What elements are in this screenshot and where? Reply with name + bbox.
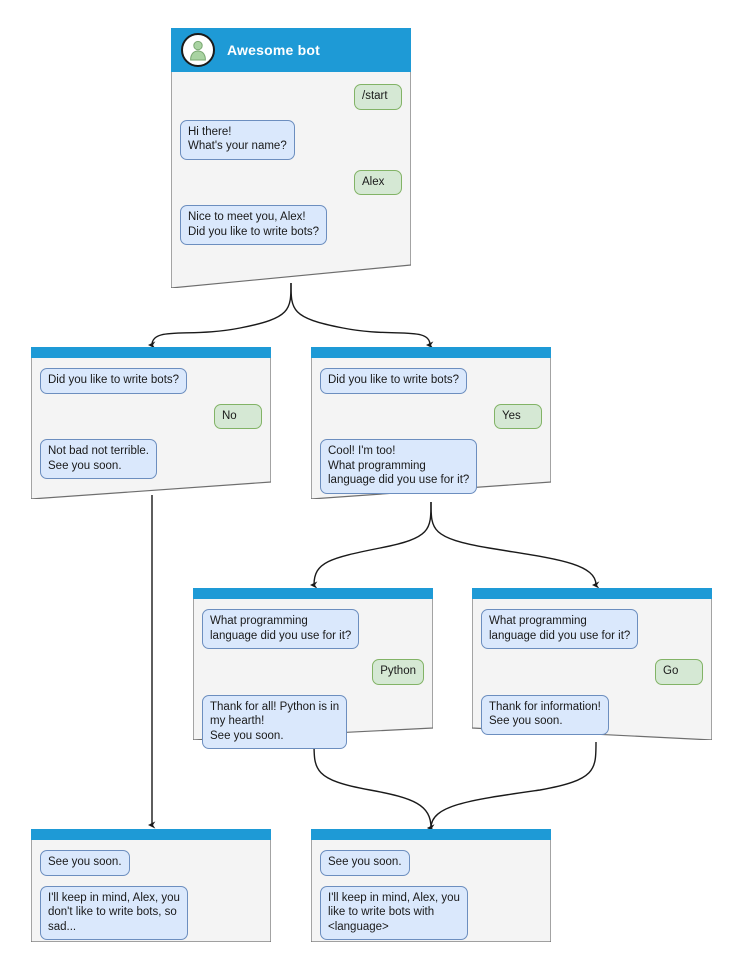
card-content: Did you like to write bots? Yes Cool! I'…: [311, 347, 551, 499]
avatar: [181, 33, 215, 67]
bot-message-bubble: Thank for information! See you soon.: [481, 694, 609, 735]
chat-card-answer-yes[interactable]: Did you like to write bots? Yes Cool! I'…: [311, 347, 551, 499]
bot-name-label: Awesome bot: [227, 42, 320, 58]
person-icon: [190, 40, 206, 61]
message-list: Did you like to write bots? Yes Cool! I'…: [311, 358, 551, 504]
message-list: /start Hi there! What's your name? Alex …: [171, 74, 411, 255]
message-row: What programming language did you use fo…: [202, 609, 424, 649]
chat-card-end-happy[interactable]: See you soon. I'll keep in mind, Alex, y…: [311, 829, 551, 942]
edge-yes-to-python: [310, 501, 432, 589]
bot-message-bubble: Did you like to write bots?: [40, 368, 188, 394]
message-list: Did you like to write bots? No Not bad n…: [31, 358, 271, 489]
user-message-bubble: Python: [372, 659, 424, 685]
message-row: See you soon.: [320, 850, 542, 876]
bot-message-bubble: See you soon.: [40, 850, 130, 876]
message-row: I'll keep in mind, Alex, you like to wri…: [320, 885, 542, 940]
bot-message-bubble: Not bad not terrible. See you soon.: [40, 439, 158, 479]
card-content: What programming language did you use fo…: [193, 588, 433, 749]
card-header-bar: [193, 588, 433, 599]
chat-card-end-sad[interactable]: See you soon. I'll keep in mind, Alex, y…: [31, 829, 271, 942]
user-message-bubble: Alex: [354, 169, 402, 195]
message-row: See you soon.: [40, 850, 262, 876]
card-header-bar: [311, 347, 551, 358]
message-list: See you soon. I'll keep in mind, Alex, y…: [31, 840, 271, 950]
user-message-bubble: No: [214, 403, 262, 429]
chat-card-start[interactable]: Awesome bot /start Hi there! What's your…: [171, 28, 411, 288]
card-content: See you soon. I'll keep in mind, Alex, y…: [31, 829, 271, 942]
bot-message-bubble: I'll keep in mind, Alex, you like to wri…: [320, 885, 468, 940]
edge-start-to-no: [148, 282, 292, 349]
message-row: Cool! I'm too! What programming language…: [320, 439, 542, 494]
message-list: What programming language did you use fo…: [193, 599, 433, 759]
message-row: Nice to meet you, Alex! Did you like to …: [180, 205, 402, 245]
message-row: Yes: [320, 403, 542, 429]
bot-message-bubble: Hi there! What's your name?: [180, 119, 295, 160]
edge-go-to-end-happy: [427, 741, 597, 832]
card-content: Did you like to write bots? No Not bad n…: [31, 347, 271, 499]
message-row: What programming language did you use fo…: [481, 609, 703, 649]
chat-card-lang-go[interactable]: What programming language did you use fo…: [472, 588, 712, 740]
card-content: What programming language did you use fo…: [472, 588, 712, 740]
message-row: Python: [202, 659, 424, 685]
edge-yes-to-go: [430, 501, 600, 589]
message-row: Thank for information! See you soon.: [481, 694, 703, 735]
user-message-bubble: Yes: [494, 403, 542, 429]
message-row: Go: [481, 659, 703, 685]
bot-message-bubble: Nice to meet you, Alex! Did you like to …: [180, 205, 328, 245]
message-row: Hi there! What's your name?: [180, 119, 402, 160]
bot-message-bubble: Cool! I'm too! What programming language…: [320, 439, 478, 494]
card-content: Awesome bot /start Hi there! What's your…: [171, 28, 411, 288]
bot-message-bubble: Thank for all! Python is in my hearth! S…: [202, 694, 348, 749]
user-message-bubble: Go: [655, 659, 703, 685]
bot-message-bubble: What programming language did you use fo…: [481, 609, 639, 649]
chat-card-answer-no[interactable]: Did you like to write bots? No Not bad n…: [31, 347, 271, 499]
bot-message-bubble: What programming language did you use fo…: [202, 609, 360, 649]
message-row: Did you like to write bots?: [40, 368, 262, 394]
card-header-bar: [31, 829, 271, 840]
message-row: Alex: [180, 169, 402, 195]
bot-titlebar: Awesome bot: [171, 28, 411, 72]
bot-message-bubble: I'll keep in mind, Alex, you don't like …: [40, 885, 188, 940]
card-header-bar: [311, 829, 551, 840]
user-message-bubble: /start: [354, 84, 402, 110]
message-row: /start: [180, 84, 402, 110]
card-header-bar: [31, 347, 271, 358]
message-list: What programming language did you use fo…: [472, 599, 712, 745]
message-row: No: [40, 403, 262, 429]
edge-start-to-yes: [290, 282, 434, 349]
bot-message-bubble: Did you like to write bots?: [320, 368, 468, 394]
chat-card-lang-python[interactable]: What programming language did you use fo…: [193, 588, 433, 749]
bot-message-bubble: See you soon.: [320, 850, 410, 876]
message-list: See you soon. I'll keep in mind, Alex, y…: [311, 840, 551, 950]
message-row: Thank for all! Python is in my hearth! S…: [202, 694, 424, 749]
card-content: See you soon. I'll keep in mind, Alex, y…: [311, 829, 551, 942]
card-header-bar: [472, 588, 712, 599]
message-row: Not bad not terrible. See you soon.: [40, 439, 262, 479]
message-row: I'll keep in mind, Alex, you don't like …: [40, 885, 262, 940]
message-row: Did you like to write bots?: [320, 368, 542, 394]
